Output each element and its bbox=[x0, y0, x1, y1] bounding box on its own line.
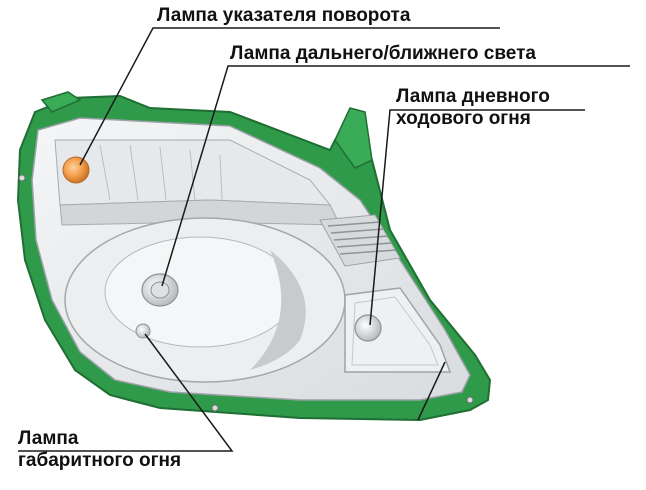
leader-beam bbox=[161, 65, 630, 287]
label-parking-line2: габаритного огня bbox=[18, 450, 182, 471]
leader-drl bbox=[369, 109, 585, 326]
drl-lamp bbox=[354, 314, 382, 342]
reflector-inner bbox=[104, 236, 296, 348]
label-drl-line2: ходового огня bbox=[396, 108, 531, 129]
housing-tab bbox=[40, 91, 82, 113]
turn-reflector-ribs bbox=[99, 144, 223, 201]
vent-slats bbox=[327, 221, 397, 255]
leader-parking bbox=[18, 333, 234, 452]
frame-fasteners bbox=[18, 174, 474, 412]
parking-lamp bbox=[135, 323, 151, 339]
label-parking-lamp: Лампа габаритного огня bbox=[18, 428, 181, 472]
drl-inner-edge bbox=[351, 296, 439, 366]
beam-lamp bbox=[141, 273, 179, 307]
beam-reflector bbox=[64, 217, 346, 383]
label-high-low-beam-text: Лампа дальнего/ближнего света bbox=[230, 43, 536, 64]
turn-signal-lamp bbox=[62, 156, 90, 184]
label-parking-line1: Лампа bbox=[18, 428, 79, 449]
housing-mount bbox=[334, 107, 373, 169]
label-high-low-beam-lamp: Лампа дальнего/ближнего света bbox=[230, 43, 536, 65]
label-drl-line1: Лампа дневного bbox=[396, 86, 550, 107]
leader-drl-window bbox=[417, 361, 446, 421]
leader-lines bbox=[18, 27, 630, 452]
label-drl-lamp: Лампа дневного ходового огня bbox=[396, 86, 550, 130]
reflector-shadow bbox=[250, 250, 306, 370]
label-turn-signal-text: Лампа указателя поворота bbox=[157, 5, 411, 26]
leader-turn bbox=[79, 27, 500, 166]
label-turn-signal-lamp: Лампа указателя поворота bbox=[157, 5, 410, 27]
